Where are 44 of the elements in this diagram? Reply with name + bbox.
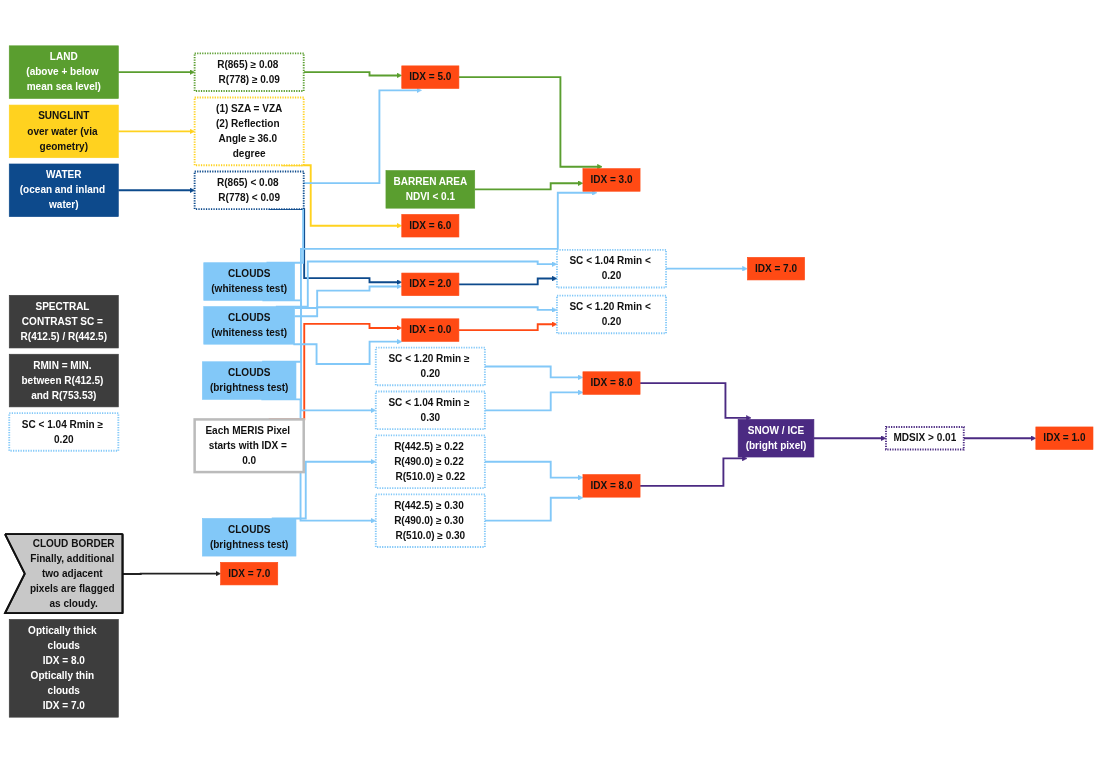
node-box: SNOW / ICE (bright pixel) [737, 419, 815, 458]
node-box: SC < 1.04 Rmin ≥ 0.30 [374, 390, 486, 431]
node-box: R(865) < 0.08 R(778) < 0.09 [193, 170, 305, 211]
node-box: IDX = 7.0 [220, 562, 279, 586]
arrow [292, 338, 403, 365]
node-box: Optically thick clouds IDX = 8.0 Optically thin clouds IDX = 7.0 [8, 619, 119, 718]
node-box: CLOUDS (brightness test) [202, 361, 297, 400]
node-box: SC < 1.20 Rmin ≥ 0.20 [374, 346, 486, 387]
node-box: (1) SZA = VZA (2) Reflection Angle ≥ 36.0 degree [193, 96, 305, 167]
node-box: CLOUDS (whiteness test) [203, 306, 295, 345]
node-box: IDX = 8.0 [582, 371, 641, 395]
node-box: SC < 1.04 Rmin < 0.20 [556, 248, 667, 289]
node-box: CLOUDS (brightness test) [202, 518, 297, 557]
node-box: RMIN = MIN. between R(412.5) and R(753.53) [8, 353, 119, 408]
arrow [473, 180, 584, 191]
node-box: IDX = 6.0 [401, 214, 460, 238]
arrow [117, 187, 195, 194]
arrow [639, 455, 748, 487]
node-box: Each MERIS Pixel starts with IDX = 0.0 [193, 418, 305, 474]
node-box: CLOUDS (whiteness test) [203, 262, 295, 301]
node-box: IDX = 0.0 [401, 318, 460, 342]
node-box: WATER (ocean and inland water) [8, 163, 119, 217]
node-box: BARREN AREA NDVI < 0.1 [385, 170, 476, 209]
node-box: IDX = 8.0 [582, 474, 641, 498]
node-box: SC < 1.04 Rmin ≥ 0.20 [8, 412, 120, 452]
node-box: LAND (above + below mean sea level) [8, 45, 119, 99]
node-box: R(442.5) ≥ 0.30 R(490.0) ≥ 0.30 R(510.0) ≥ 0.30 [374, 493, 486, 548]
node-box: IDX = 3.0 [582, 168, 641, 192]
arrow [457, 76, 603, 170]
node-box: R(442.5) ≥ 0.22 R(490.0) ≥ 0.22 R(510.0) ≥ 0.22 [374, 434, 486, 489]
node-box: IDX = 1.0 [1035, 426, 1094, 450]
arrow [121, 570, 221, 577]
node-box: IDX = 5.0 [401, 65, 460, 89]
node-box: SPECTRAL CONTRAST SC = R(412.5) / R(442.5) [8, 295, 119, 349]
arrow [639, 382, 752, 421]
arrow [117, 128, 195, 135]
node-box: MDSIX > 0.01 [885, 426, 965, 451]
node-box: IDX = 7.0 [747, 257, 805, 281]
node-box: IDX = 2.0 [401, 272, 460, 296]
node-box: R(865) ≥ 0.08 R(778) ≥ 0.09 [193, 52, 305, 92]
arrow [117, 69, 195, 75]
node-box: SUNGLINT over water (via geometry) [8, 104, 119, 159]
arrow [293, 283, 402, 309]
node-box: SC < 1.20 Rmin < 0.20 [556, 294, 667, 335]
